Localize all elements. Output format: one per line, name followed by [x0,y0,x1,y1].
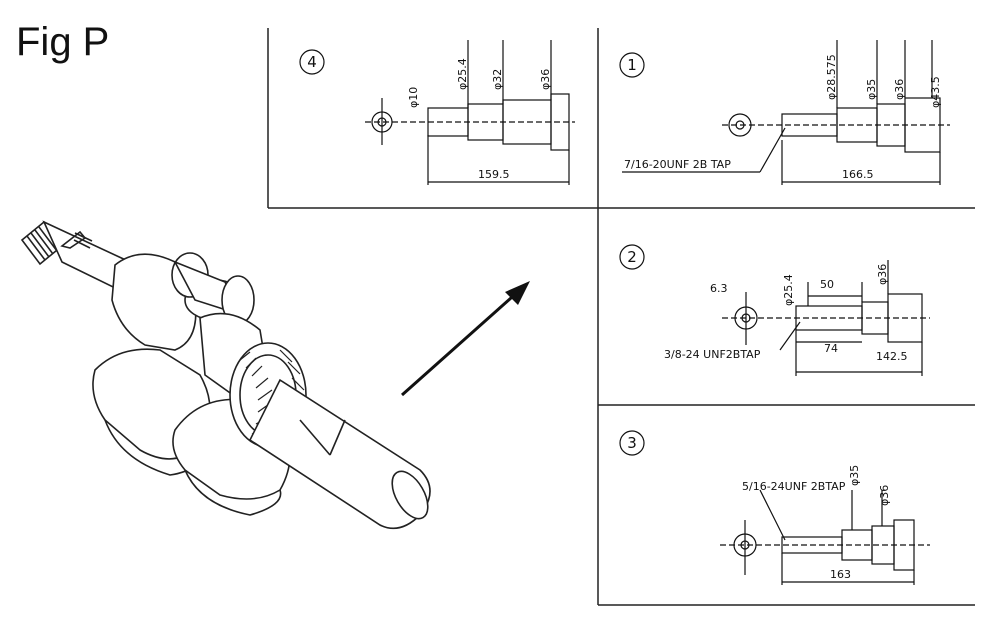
panel-3: 3 5/16-24UNF 2BTAP φ35 φ36 163 [619,430,930,585]
figure-title: Fig P [16,20,110,64]
dimension-label: φ35 [848,465,861,486]
panel-number: 1 [627,56,637,74]
dimension-label: 74 [824,342,838,355]
tap-label: 3/8-24 UNF2BTAP [664,348,761,361]
panel-number: 3 [627,434,637,452]
panel-2: 2 6.3 φ25.4 φ36 50 74 142.5 3/8-24 UNF2B… [619,244,930,376]
dimension-label: φ32 [491,69,504,90]
threaded-tip [20,220,64,266]
crankshaft-illustration [20,220,431,530]
dimension-label: φ28.575 [825,54,838,100]
dimension-label: 159.5 [478,168,510,181]
dimension-label: φ35 [865,79,878,100]
dimension-label: φ36 [539,69,552,90]
dimension-label: 142.5 [876,350,908,363]
panel-1: 1 φ28.575 φ35 φ36 φ43.5 7/16-20UNF 2B TA… [619,40,950,185]
tap-label: 7/16-20UNF 2B TAP [624,158,731,171]
dimension-label: φ36 [893,79,906,100]
dimension-label: 166.5 [842,168,874,181]
dimension-label: φ25.4 [456,58,469,90]
direction-arrow [401,281,530,397]
panel-number: 4 [307,53,317,71]
dimension-label: φ25.4 [782,274,795,306]
panel-borders [267,28,975,606]
dimension-label: 163 [830,568,851,581]
dimension-label: 50 [820,278,834,291]
dimension-label: φ36 [878,485,891,506]
dimension-label: φ36 [876,264,889,285]
tap-label: 5/16-24UNF 2BTAP [742,480,846,493]
dimension-label: φ10 [407,87,420,108]
panel-4: 4 φ10 φ25.4 φ32 φ36 159.5 [299,40,575,185]
dimension-label: φ43.5 [929,76,942,108]
panel-number: 2 [627,248,637,266]
dimension-label: 6.3 [710,282,728,295]
